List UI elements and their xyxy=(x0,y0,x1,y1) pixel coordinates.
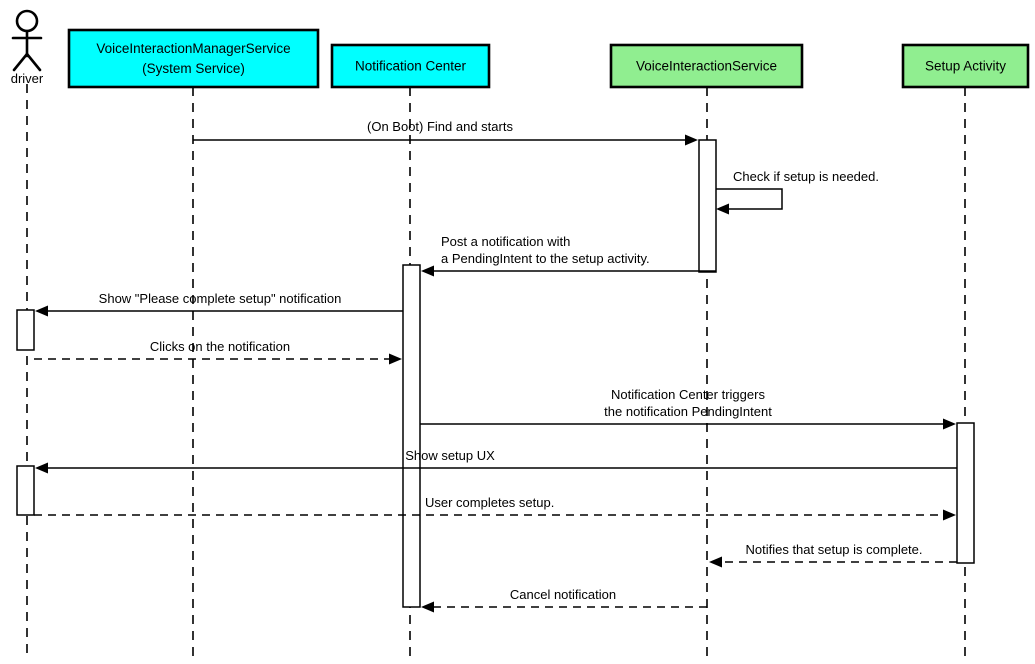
arrowhead-icon xyxy=(943,418,956,430)
activation-bar-setup_activity xyxy=(956,422,975,564)
message-label-1: (On Boot) Find and starts xyxy=(367,119,513,134)
message-2[interactable]: Check if setup is needed. xyxy=(716,169,879,215)
participant-vims[interactable]: VoiceInteractionManagerService (System Se… xyxy=(67,28,320,89)
message-label-6: Notification Center triggers xyxy=(611,387,765,402)
participant-label-notification_center: Notification Center xyxy=(355,59,467,74)
participants-group: driver VoiceInteractionManagerService (Sys… xyxy=(11,9,1030,89)
message-3[interactable]: Post a notification with a PendingIntent … xyxy=(421,234,716,277)
message-label-2: Check if setup is needed. xyxy=(733,169,879,184)
message-label-9: Notifies that setup is complete. xyxy=(745,542,922,557)
message-label-8: User completes setup. xyxy=(425,495,554,510)
message-label-10: Cancel notification xyxy=(510,587,616,602)
arrowhead-icon xyxy=(35,462,48,474)
activation-bars-group xyxy=(16,139,975,608)
participant-vis[interactable]: VoiceInteractionService xyxy=(609,43,804,89)
arrowhead-icon xyxy=(709,556,722,568)
activation-bar-notification_center xyxy=(402,264,421,608)
arrowhead-icon xyxy=(421,265,434,277)
arrowhead-icon xyxy=(685,134,698,146)
participant-notification_center[interactable]: Notification Center xyxy=(330,43,491,89)
participant-label-vis: VoiceInteractionService xyxy=(636,59,777,74)
message-10[interactable]: Cancel notification xyxy=(421,587,707,613)
message-label-3: a PendingIntent to the setup activity. xyxy=(441,251,650,266)
participant-driver[interactable]: driver xyxy=(11,9,44,86)
message-4[interactable]: Show "Please complete setup" notificatio… xyxy=(35,291,403,317)
activation-bar-driver xyxy=(16,465,35,516)
participant-box-notification_center[interactable] xyxy=(330,43,491,89)
arrowhead-icon xyxy=(35,305,48,317)
participant-box-vis[interactable] xyxy=(609,43,804,89)
message-label-3: Post a notification with xyxy=(441,234,570,249)
message-5[interactable]: Clicks on the notification xyxy=(34,339,402,365)
message-1[interactable]: (On Boot) Find and starts xyxy=(193,119,698,146)
participant-label-driver: driver xyxy=(11,71,44,86)
message-label-4: Show "Please complete setup" notificatio… xyxy=(99,291,342,306)
message-label-6: the notification PendingIntent xyxy=(604,404,772,419)
message-7[interactable]: Show setup UX xyxy=(35,448,957,474)
arrowhead-icon xyxy=(421,601,434,613)
participant-sublabel-vims: (System Service) xyxy=(142,61,245,76)
activation-bar-driver xyxy=(16,309,35,351)
message-9[interactable]: Notifies that setup is complete. xyxy=(709,542,957,568)
participant-box-setup_activity[interactable] xyxy=(901,43,1030,89)
message-line-self xyxy=(716,188,783,210)
activation-bar-vis xyxy=(698,139,717,273)
actor-stick-figure-icon xyxy=(11,9,43,72)
arrowhead-icon xyxy=(389,353,402,365)
participant-setup_activity[interactable]: Setup Activity xyxy=(901,43,1030,89)
participant-box-vims[interactable] xyxy=(67,28,320,89)
message-8[interactable]: User completes setup. xyxy=(34,495,956,521)
arrowhead-icon xyxy=(943,509,956,521)
message-label-5: Clicks on the notification xyxy=(150,339,290,354)
arrowhead-icon xyxy=(716,203,729,215)
participant-label-setup_activity: Setup Activity xyxy=(925,59,1006,74)
participant-label-vims: VoiceInteractionManagerService xyxy=(96,41,290,56)
message-label-7: Show setup UX xyxy=(405,448,495,463)
message-6[interactable]: Notification Center triggers the notifica… xyxy=(420,387,956,430)
